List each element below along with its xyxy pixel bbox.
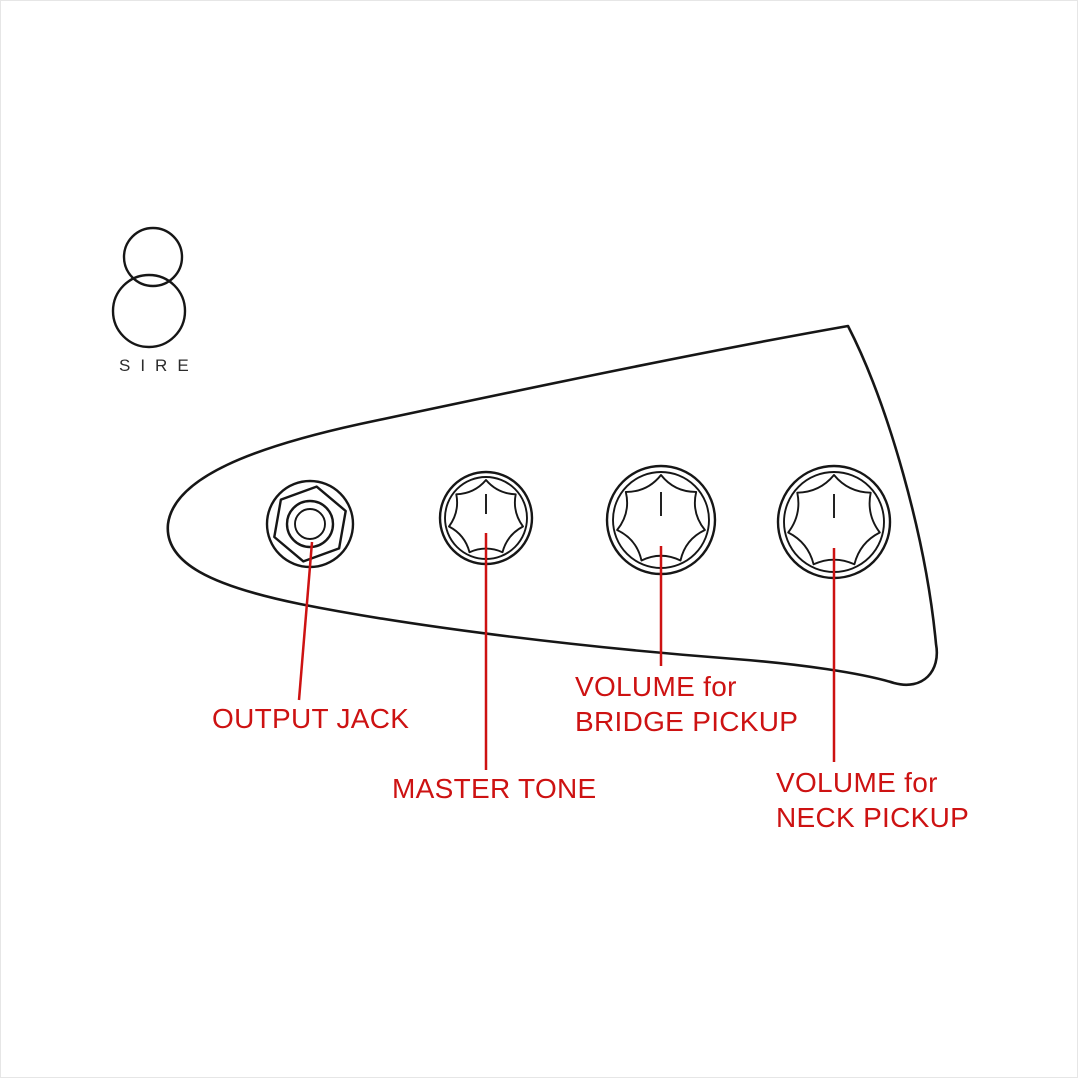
label-bridge-volume: VOLUME for BRIDGE PICKUP <box>575 669 798 739</box>
label-master-tone: MASTER TONE <box>392 773 597 804</box>
label-neck-volume-line2: NECK PICKUP <box>776 802 970 833</box>
logo-top-loop <box>122 226 184 288</box>
label-neck-volume: VOLUME for NECK PICKUP <box>776 765 969 835</box>
jack-barrel <box>285 499 335 549</box>
label-bridge-volume-line1: VOLUME for <box>575 671 737 702</box>
callout-line-output-jack <box>297 541 314 701</box>
jack-hole <box>294 508 326 540</box>
brand-wordmark: SIRE <box>119 356 199 375</box>
label-bridge-volume-line2: BRIDGE PICKUP <box>575 706 799 737</box>
label-neck-volume-line1: VOLUME for <box>776 767 938 798</box>
callout-lines <box>297 533 836 770</box>
logo-bottom-loop <box>111 273 187 349</box>
control-plate-outline <box>166 324 939 686</box>
sire-logo-mark <box>111 226 187 349</box>
label-output-jack: OUTPUT JACK <box>212 703 410 734</box>
jack-hex-nut <box>273 485 347 563</box>
